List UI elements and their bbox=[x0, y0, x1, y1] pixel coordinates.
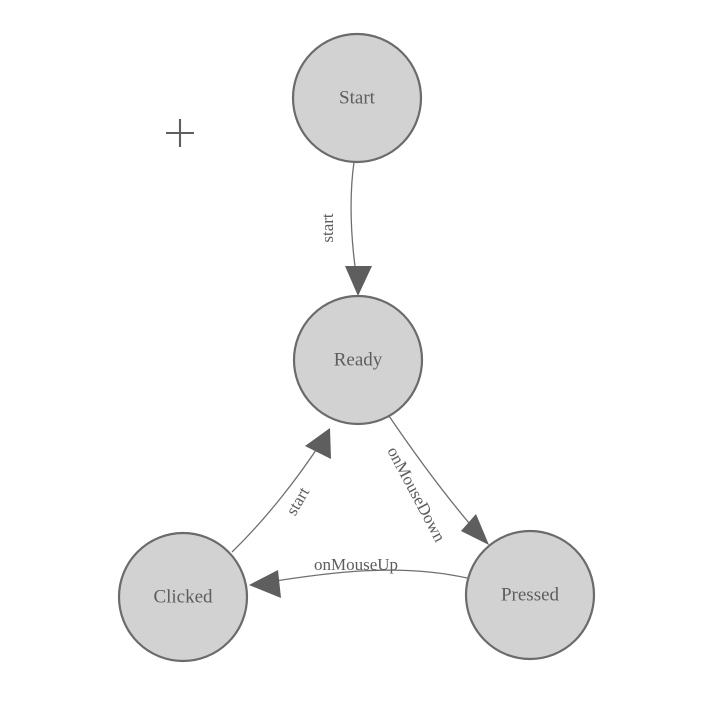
state-node-pressed-circle bbox=[464, 529, 596, 661]
plus-icon[interactable] bbox=[166, 119, 194, 147]
state-node-ready-label: Ready bbox=[334, 349, 383, 370]
arrowhead-clicked-to-ready bbox=[305, 428, 331, 459]
edge-label-ready-to-pressed: onMouseDown bbox=[383, 444, 449, 546]
arrowhead-pressed-to-clicked bbox=[249, 570, 281, 598]
edge-path-clicked-to-ready bbox=[231, 440, 323, 553]
state-node-clicked-circle bbox=[117, 531, 249, 663]
state-node-start-label: Start bbox=[339, 87, 376, 108]
edge-pressed-to-clicked[interactable]: onMouseUp bbox=[249, 555, 468, 598]
state-node-pressed[interactable]: Pressed bbox=[464, 529, 596, 661]
edge-label-clicked-to-ready: start bbox=[282, 484, 313, 519]
edge-path-pressed-to-clicked bbox=[262, 569, 468, 584]
state-node-clicked[interactable]: Clicked bbox=[117, 531, 249, 663]
edge-label-pressed-to-clicked: onMouseUp bbox=[314, 555, 398, 574]
arrowhead-ready-to-pressed bbox=[461, 514, 489, 545]
edge-clicked-to-ready[interactable]: start bbox=[231, 428, 331, 553]
state-node-clicked-label: Clicked bbox=[153, 586, 213, 607]
state-node-start-circle bbox=[291, 32, 423, 164]
state-node-start[interactable]: Start bbox=[291, 32, 423, 164]
state-node-pressed-label: Pressed bbox=[501, 584, 560, 605]
arrowhead-start-to-ready bbox=[345, 266, 372, 296]
state-node-ready-circle bbox=[292, 294, 424, 426]
edge-start-to-ready[interactable]: start bbox=[318, 161, 372, 296]
edge-ready-to-pressed[interactable]: onMouseDown bbox=[383, 415, 489, 546]
edge-label-start-to-ready: start bbox=[318, 213, 337, 243]
state-node-ready[interactable]: Ready bbox=[292, 294, 424, 426]
